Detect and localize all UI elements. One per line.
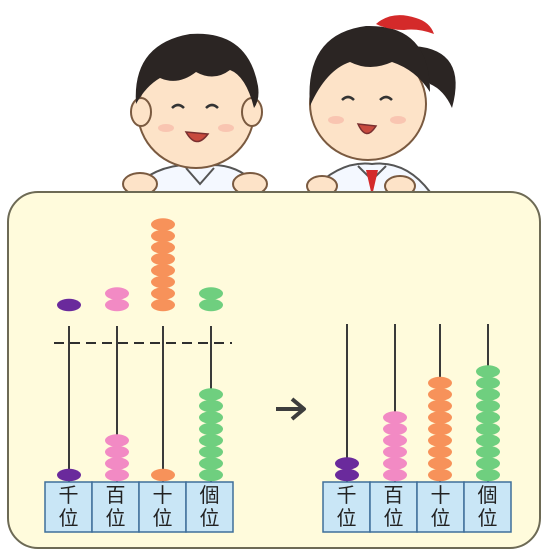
before-added-bead-hundreds xyxy=(105,287,129,300)
before-added-bead-hundreds xyxy=(105,298,129,312)
after-bead-hundreds xyxy=(383,457,407,470)
before-added-bead-ones xyxy=(199,298,223,312)
after-label-tens-bottom: 位 xyxy=(431,506,451,530)
before-label-tens-bottom: 位 xyxy=(153,506,173,530)
after-bead-hundreds xyxy=(383,411,407,424)
before-bead-hundreds xyxy=(105,468,129,482)
before-cell-ones xyxy=(185,481,234,533)
after-bead-ones xyxy=(476,422,500,436)
before-label-ones-top: 個 xyxy=(200,483,220,507)
before-added-bead-tens xyxy=(151,218,175,231)
abacus-panel xyxy=(7,191,541,549)
after-label-tens-top: 十 xyxy=(431,483,451,507)
after-bead-tens xyxy=(428,457,452,470)
after-bead-thousands xyxy=(335,457,359,470)
after-label-ones-bottom: 位 xyxy=(478,506,498,530)
after-label-ones-top: 個 xyxy=(478,483,498,507)
after-cell-tens xyxy=(416,481,465,533)
after-bead-ones xyxy=(476,445,500,459)
after-bead-tens xyxy=(428,434,452,447)
before-added-bead-tens xyxy=(151,275,175,289)
after-label-thousands-top: 千 xyxy=(337,483,357,507)
before-bead-ones xyxy=(199,388,223,401)
after-bead-hundreds xyxy=(383,422,407,436)
before-bead-tens xyxy=(151,468,175,482)
before-label-hundreds-bottom: 位 xyxy=(106,506,126,530)
before-bead-ones xyxy=(199,468,223,482)
before-bead-ones xyxy=(199,422,223,436)
after-bead-thousands xyxy=(335,468,359,482)
before-label-thousands-bottom: 位 xyxy=(59,506,79,530)
before-bead-thousands xyxy=(57,468,81,482)
after-bead-tens xyxy=(428,376,452,390)
after-bead-ones xyxy=(476,399,500,413)
before-bead-hundreds xyxy=(105,434,129,447)
before-bead-ones xyxy=(199,457,223,470)
after-bead-tens xyxy=(428,422,452,436)
before-added-bead-tens xyxy=(151,229,175,243)
before-label-hundreds-top: 百 xyxy=(106,483,126,507)
before-label-thousands-top: 千 xyxy=(59,483,79,507)
before-cell-tens xyxy=(138,481,187,533)
before-bead-ones xyxy=(199,399,223,413)
before-added-bead-ones xyxy=(199,287,223,300)
before-added-bead-tens xyxy=(151,298,175,312)
before-label-tens-top: 十 xyxy=(153,483,173,507)
after-label-hundreds-bottom: 位 xyxy=(384,506,404,530)
before-bead-ones xyxy=(199,445,223,459)
before-added-bead-tens xyxy=(151,241,175,254)
after-cell-ones xyxy=(463,481,512,533)
after-bead-ones xyxy=(476,411,500,424)
after-bead-ones xyxy=(476,457,500,470)
before-bead-ones xyxy=(199,411,223,424)
before-added-bead-thousands xyxy=(57,298,81,312)
before-label-ones-bottom: 位 xyxy=(200,506,220,530)
before-added-bead-tens xyxy=(151,264,175,277)
after-bead-ones xyxy=(476,388,500,401)
before-bead-hundreds xyxy=(105,457,129,470)
after-bead-tens xyxy=(428,411,452,424)
after-label-thousands-bottom: 位 xyxy=(337,506,357,530)
after-bead-hundreds xyxy=(383,434,407,447)
after-bead-ones xyxy=(476,376,500,390)
before-added-bead-tens xyxy=(151,252,175,266)
after-cell-hundreds xyxy=(369,481,418,533)
after-bead-hundreds xyxy=(383,445,407,459)
after-bead-tens xyxy=(428,388,452,401)
right-arrow-icon xyxy=(276,397,306,421)
after-bead-tens xyxy=(428,445,452,459)
after-bead-hundreds xyxy=(383,468,407,482)
boy-character xyxy=(122,33,268,196)
after-label-hundreds-top: 百 xyxy=(384,483,404,507)
after-bead-ones xyxy=(476,434,500,447)
before-cell-thousands xyxy=(44,481,93,533)
after-bead-tens xyxy=(428,399,452,413)
before-bead-hundreds xyxy=(105,445,129,459)
before-cell-hundreds xyxy=(91,481,140,533)
after-bead-ones xyxy=(476,365,500,378)
girl-character xyxy=(306,15,456,197)
after-bead-ones xyxy=(476,468,500,482)
after-bead-tens xyxy=(428,468,452,482)
after-cell-thousands xyxy=(322,481,371,533)
before-added-bead-tens xyxy=(151,287,175,300)
before-bead-ones xyxy=(199,434,223,447)
